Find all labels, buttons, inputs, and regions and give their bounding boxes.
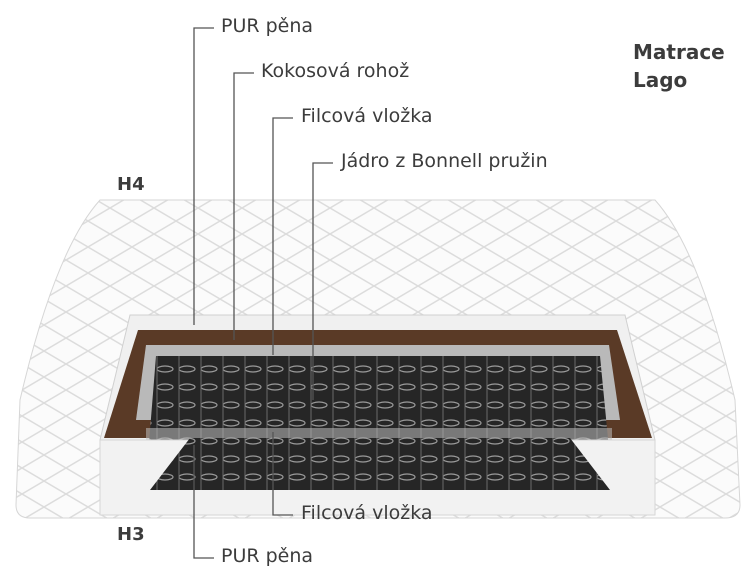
label-pur-foam-top: PUR pěna — [221, 15, 314, 37]
title-line-2: Lago — [633, 68, 688, 92]
side-label-bottom: H3 — [117, 524, 145, 545]
label-felt-top: Filcová vložka — [301, 105, 433, 127]
title-line-1: Matrace — [633, 40, 725, 64]
leader-lines — [193, 27, 333, 559]
label-coir-mat: Kokosová rohož — [261, 60, 410, 82]
side-label-top: H4 — [117, 174, 145, 195]
label-felt-bottom: Filcová vložka — [301, 502, 433, 524]
product-title: Matrace Lago — [633, 38, 725, 94]
label-bonnell-core: Jádro z Bonnell pružin — [341, 150, 548, 172]
inner-cavity — [150, 438, 610, 490]
label-pur-foam-bottom: PUR pěna — [221, 545, 314, 567]
